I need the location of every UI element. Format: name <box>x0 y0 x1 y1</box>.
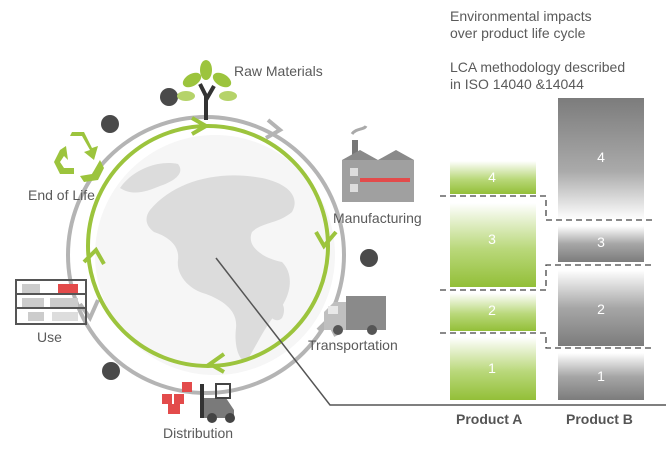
forklift-icon <box>162 382 235 423</box>
bar-a-2 <box>450 293 536 331</box>
cycle-dot <box>360 249 378 267</box>
pointer-line <box>215 257 666 406</box>
truck-icon <box>324 296 386 335</box>
bar-a-4-label: 4 <box>488 169 496 185</box>
bar-b-4 <box>558 98 644 220</box>
header-line-1: Environmental impacts <box>450 8 592 24</box>
bar-a-3 <box>450 203 536 287</box>
header-line-2: over product life cycle <box>450 25 586 41</box>
tree-icon <box>177 60 237 120</box>
product-b-bars <box>558 98 644 400</box>
bar-b-2 <box>558 270 644 346</box>
bar-a-3-label: 3 <box>488 231 496 247</box>
cycle-dot <box>101 115 119 133</box>
bar-b-3-label: 3 <box>597 234 605 250</box>
header-line-4: in ISO 14040 &14044 <box>450 76 584 92</box>
cycle-dot <box>160 88 178 106</box>
bar-a-2-label: 2 <box>488 302 496 318</box>
bar-a-1-label: 1 <box>488 360 496 376</box>
bar-b-2-label: 2 <box>597 301 605 317</box>
recycle-icon <box>54 132 104 182</box>
stage-raw-materials: Raw Materials <box>234 63 323 79</box>
product-a-label: Product A <box>456 411 523 427</box>
product-a-bars <box>450 161 536 400</box>
bar-b-3 <box>558 226 644 262</box>
stage-distribution: Distribution <box>163 425 234 441</box>
header-line-3: LCA methodology described <box>450 59 626 75</box>
dashed-connectors <box>440 195 652 349</box>
bar-a-1 <box>450 337 536 400</box>
stage-manufacturing: Manufacturing <box>333 210 422 226</box>
cycle-dot <box>102 362 120 380</box>
stage-transportation: Transportation <box>308 337 398 353</box>
stage-use: Use <box>37 329 62 345</box>
stage-end-of-life: End of Life <box>28 187 95 203</box>
shelf-icon <box>15 279 87 325</box>
globe <box>95 135 335 375</box>
inner-cycle-ring <box>82 116 338 374</box>
product-b-label: Product B <box>566 411 633 427</box>
bar-b-1 <box>558 353 644 400</box>
bar-b-4-label: 4 <box>597 149 605 165</box>
bar-a-4 <box>450 161 536 194</box>
factory-icon <box>342 125 414 202</box>
bar-b-1-label: 1 <box>597 368 605 384</box>
